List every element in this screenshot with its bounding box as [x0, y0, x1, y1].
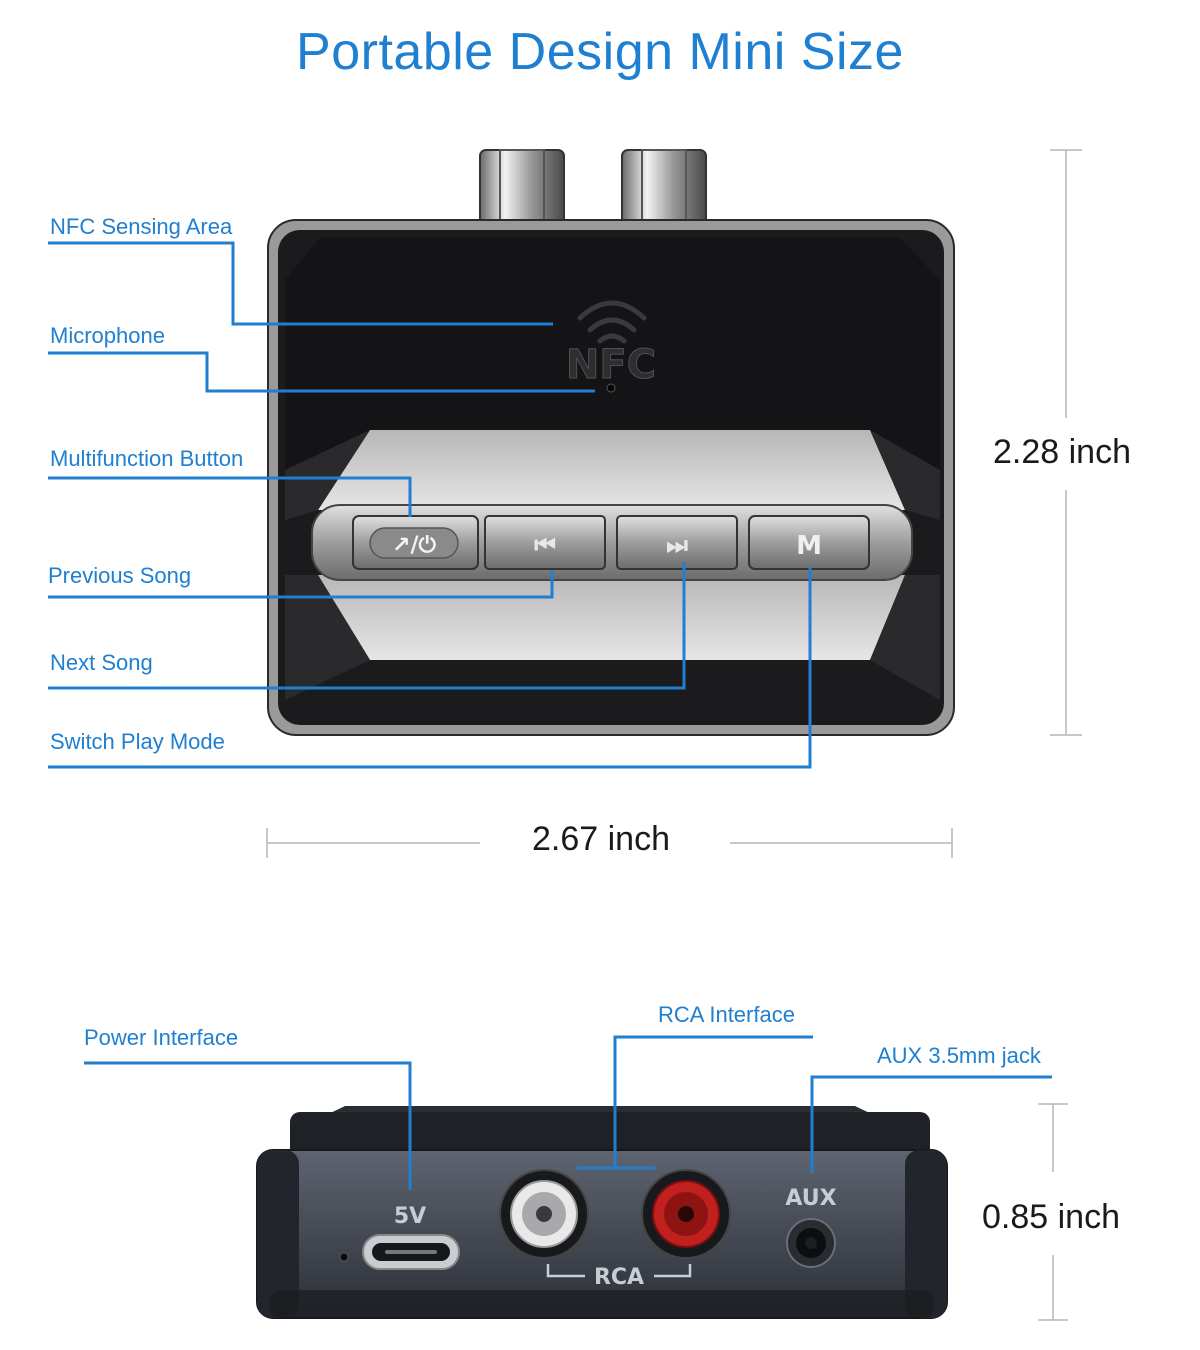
rca-bracket: [546, 1264, 692, 1278]
aux-jack-port[interactable]: [786, 1218, 836, 1268]
callout-rca-interface: RCA Interface: [658, 1002, 795, 1027]
leader-rca-vertical: [613, 1035, 813, 1168]
mode-icon: M: [796, 531, 822, 561]
callout-aux-jack: AUX 3.5mm jack: [877, 1043, 1041, 1068]
silver-panel-upper: [318, 430, 905, 510]
usb-c-port[interactable]: [362, 1234, 460, 1270]
top-view-device: NFC ↗/⏻ ⏮ ⏭ M: [267, 149, 955, 736]
leader-aux: [810, 1075, 1052, 1173]
multifunction-button[interactable]: ↗/⏻: [352, 515, 479, 570]
previous-icon: ⏮: [534, 531, 556, 559]
leader-multifunction: [48, 476, 412, 517]
next-song-button[interactable]: ⏭: [616, 515, 738, 570]
rca-port-white[interactable]: [499, 1169, 589, 1259]
callout-switch-play-mode: Switch Play Mode: [50, 729, 225, 754]
callout-next-song: Next Song: [50, 650, 153, 675]
switch-play-mode-button[interactable]: M: [748, 515, 870, 570]
side-callout-leader-lines: [84, 1035, 1052, 1190]
leader-next: [48, 562, 686, 690]
leader-power: [84, 1061, 412, 1190]
height-dimension-top: 2.28 inch: [993, 433, 1131, 471]
side-view-device: 5V RCA AUX: [256, 1106, 948, 1319]
rca-connector-right: [621, 149, 707, 229]
nfc-label: NFC: [566, 342, 656, 388]
next-icon: ⏭: [666, 531, 688, 559]
callout-leader-lines: [48, 241, 812, 769]
callout-power-interface: Power Interface: [84, 1025, 239, 1050]
callout-nfc-sensing-area: NFC Sensing Area: [50, 214, 233, 239]
dimension-lines: [266, 149, 1082, 1321]
callout-previous-song: Previous Song: [48, 563, 192, 588]
call-power-icon: ↗/⏻: [392, 533, 436, 558]
callout-microphone: Microphone: [50, 323, 165, 348]
leader-nfc: [48, 241, 553, 326]
leader-microphone: [48, 351, 595, 393]
rca-connector-left: [479, 149, 565, 229]
leader-previous: [48, 570, 554, 599]
microphone-hole: [606, 383, 616, 393]
led-indicator: [339, 1252, 349, 1262]
rca-port-red[interactable]: [641, 1169, 731, 1259]
port-label-rca: RCA: [594, 1265, 644, 1290]
port-label-aux: AUX: [785, 1186, 836, 1211]
port-label-5v: 5V: [394, 1204, 426, 1229]
leader-mode: [48, 567, 812, 769]
nfc-waves-icon: [577, 300, 647, 344]
callout-multifunction-button: Multifunction Button: [50, 446, 244, 471]
width-dimension-top: 2.67 inch: [532, 820, 670, 858]
page-title: Portable Design Mini Size: [296, 23, 904, 81]
silver-panel-lower: [318, 575, 905, 660]
height-dimension-side: 0.85 inch: [982, 1198, 1120, 1236]
previous-song-button[interactable]: ⏮: [484, 515, 606, 570]
